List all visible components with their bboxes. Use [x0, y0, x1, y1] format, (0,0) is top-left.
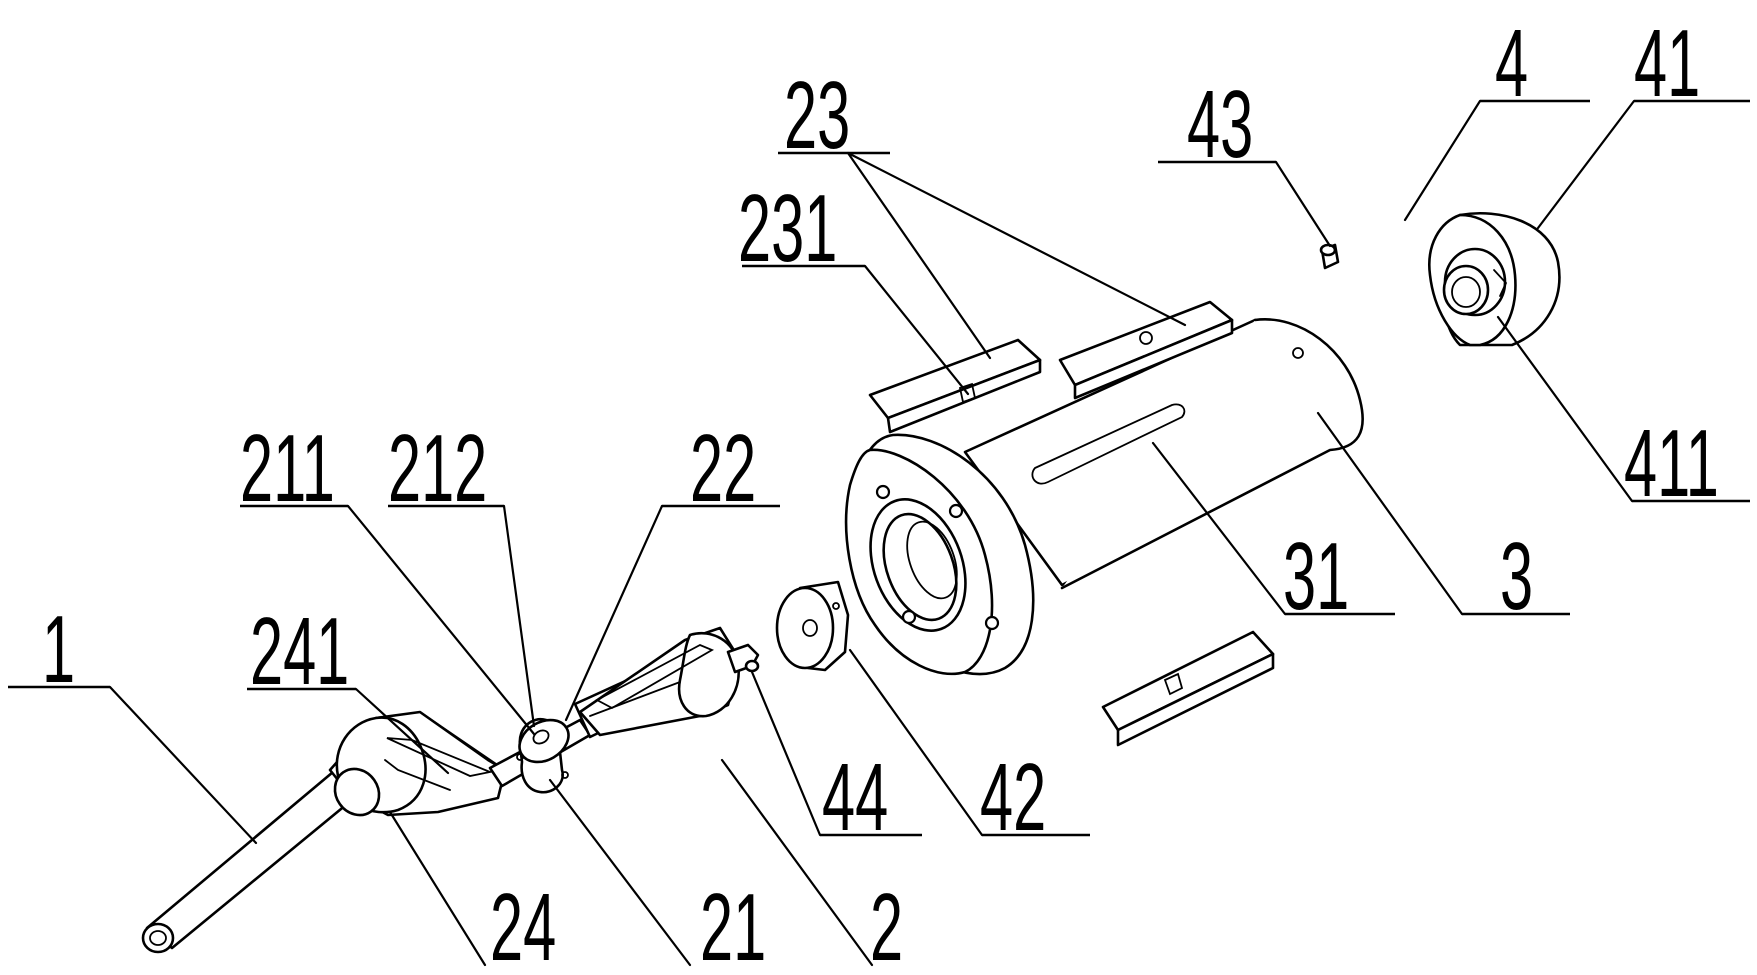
label-21: 21: [700, 873, 766, 975]
rear-cone-part: [328, 710, 507, 817]
label-44: 44: [822, 743, 888, 850]
slider-block-upper-right: [1058, 300, 1234, 400]
label-42: 42: [980, 743, 1046, 850]
label-411: 411: [1624, 409, 1719, 516]
label-4: 4: [1495, 9, 1528, 116]
label-31: 31: [1283, 522, 1349, 629]
label-41: 41: [1634, 9, 1700, 116]
label-22: 22: [690, 414, 756, 521]
slider-block-lower: [1101, 630, 1275, 747]
spacer-ring-part: [775, 580, 850, 672]
tube-part: [141, 770, 360, 954]
end-cap-part: [1428, 211, 1561, 347]
label-231: 231: [738, 174, 837, 281]
housing-part: [844, 318, 1364, 676]
leader-lines: [8, 99, 1750, 967]
pin-part: [1319, 243, 1340, 270]
front-cone-part: [578, 626, 760, 737]
label-211: 211: [240, 414, 335, 521]
label-43: 43: [1187, 70, 1253, 177]
slider-block-upper-left: [868, 338, 1042, 434]
label-2: 2: [870, 873, 903, 975]
label-3: 3: [1500, 522, 1533, 629]
label-24: 24: [490, 873, 556, 975]
label-212: 212: [388, 414, 487, 521]
label-1: 1: [42, 595, 75, 702]
label-23: 23: [784, 61, 850, 168]
label-241: 241: [250, 597, 349, 704]
